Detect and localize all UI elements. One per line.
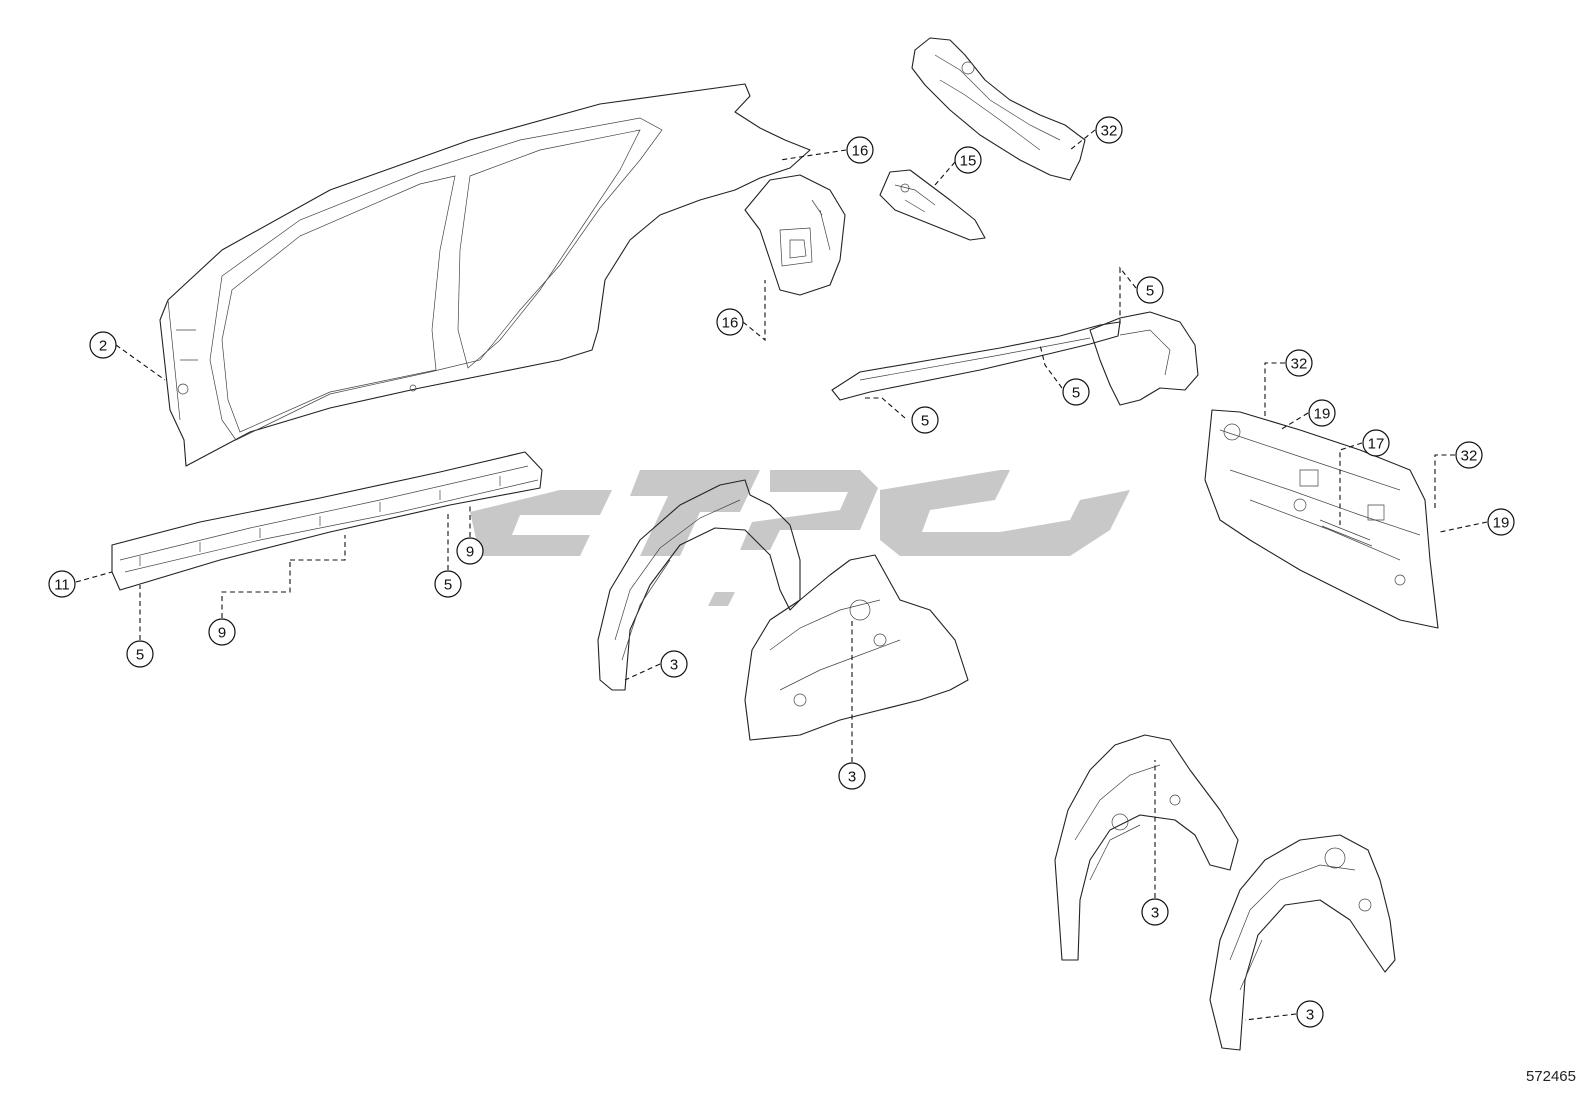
svg-text:5: 5 xyxy=(1146,283,1154,300)
callout: 19 xyxy=(1487,508,1515,536)
svg-text:15: 15 xyxy=(960,153,977,170)
callout: 32 xyxy=(1455,441,1483,469)
front-wheelhouse-outer xyxy=(597,479,801,691)
callout: 3 xyxy=(1296,1000,1324,1028)
svg-text:5: 5 xyxy=(444,577,452,594)
svg-text:5: 5 xyxy=(136,647,144,664)
svg-text:3: 3 xyxy=(1151,905,1159,922)
rocker-panel xyxy=(111,451,543,591)
upper-member xyxy=(911,37,1086,181)
svg-text:5: 5 xyxy=(1072,385,1080,402)
bracket-part xyxy=(879,169,986,241)
callout: 17 xyxy=(1362,429,1390,457)
leader-lines xyxy=(75,129,1488,1021)
watermark-logo xyxy=(470,470,1130,606)
svg-text:3: 3 xyxy=(1306,1007,1314,1024)
svg-text:16: 16 xyxy=(722,315,739,332)
svg-text:32: 32 xyxy=(1291,356,1308,373)
svg-text:5: 5 xyxy=(921,413,929,430)
svg-text:19: 19 xyxy=(1314,406,1331,423)
callout: 9 xyxy=(456,537,484,565)
rear-wheelhouse-inner xyxy=(1054,734,1239,961)
callout: 16 xyxy=(716,308,744,336)
callout: 9 xyxy=(208,618,236,646)
callout: 11 xyxy=(48,570,76,598)
svg-text:11: 11 xyxy=(54,577,70,594)
svg-text:2: 2 xyxy=(99,338,107,355)
diagram-id-label: 572465 xyxy=(1525,1068,1576,1085)
side-outer-panel xyxy=(159,83,811,467)
quarter-inner-reinforcement xyxy=(744,174,846,296)
callout: 32 xyxy=(1095,116,1123,144)
callout: 5 xyxy=(126,640,154,668)
callout: 3 xyxy=(1141,898,1169,926)
callout: 16 xyxy=(846,136,874,164)
svg-text:3: 3 xyxy=(848,769,856,786)
svg-text:3: 3 xyxy=(670,657,678,674)
roof-side-inner-rail xyxy=(831,311,1199,406)
callout: 5 xyxy=(1062,378,1090,406)
svg-text:32: 32 xyxy=(1101,123,1118,140)
callout: 2 xyxy=(89,331,117,359)
callout: 15 xyxy=(954,146,982,174)
callout: 5 xyxy=(434,570,462,598)
front-wheelhouse-inner xyxy=(744,554,969,741)
svg-text:19: 19 xyxy=(1493,515,1510,532)
svg-text:17: 17 xyxy=(1368,436,1385,453)
callout: 3 xyxy=(660,650,688,678)
dash-panel xyxy=(1204,409,1439,629)
svg-text:9: 9 xyxy=(218,625,226,642)
svg-text:16: 16 xyxy=(852,143,869,160)
callout: 3 xyxy=(838,762,866,790)
callout: 5 xyxy=(1136,276,1164,304)
callout: 5 xyxy=(911,406,939,434)
callout: 32 xyxy=(1285,349,1313,377)
callout: 19 xyxy=(1308,399,1336,427)
rear-wheelhouse-outer xyxy=(1209,834,1396,1051)
svg-text:9: 9 xyxy=(466,544,474,561)
svg-text:32: 32 xyxy=(1461,448,1478,465)
